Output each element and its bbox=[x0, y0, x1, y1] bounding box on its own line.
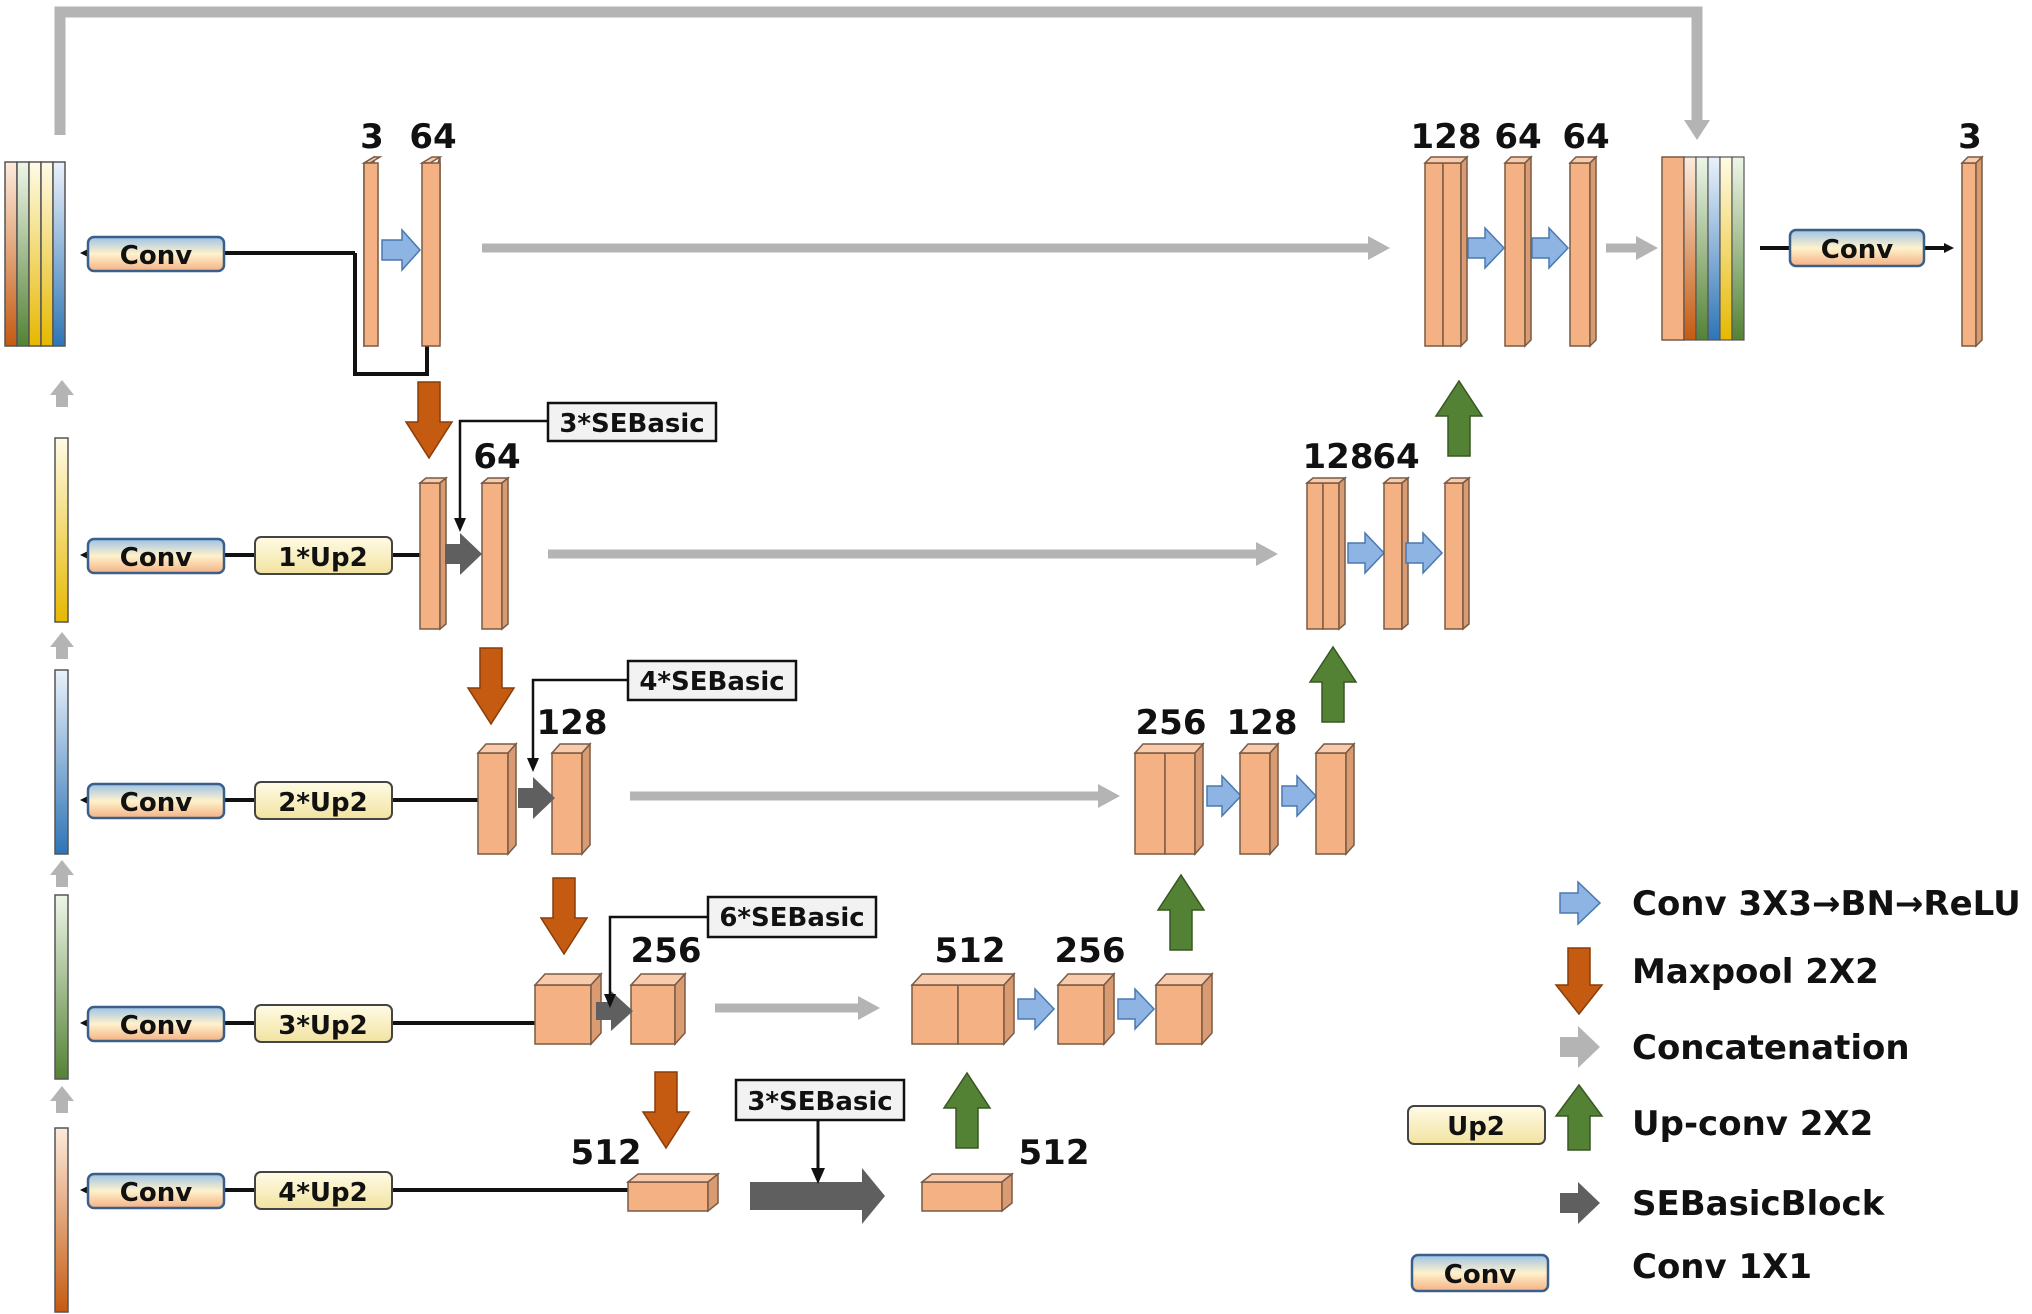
dec4-concat-channels: 512 bbox=[935, 931, 1006, 971]
decoder-level-4: 512 256 bbox=[910, 931, 1214, 1046]
side-up2-label-4: 4*Up2 bbox=[278, 1178, 368, 1208]
sebasic-label-3: 6*SEBasic bbox=[719, 903, 864, 933]
maxpool-arrow-3 bbox=[539, 877, 589, 956]
enc2-channels: 64 bbox=[473, 437, 520, 477]
legend-maxpool: Maxpool 2X2 bbox=[1632, 952, 1879, 992]
legend-conv-arrow-icon bbox=[1559, 880, 1602, 926]
dec4-out-channels: 256 bbox=[1055, 931, 1126, 971]
side-row-3: Conv 2*Up2 bbox=[80, 781, 478, 820]
dec1-concat-channels: 128 bbox=[1411, 117, 1482, 157]
maxpool-arrow-4 bbox=[641, 1071, 691, 1150]
side-conv-label-4: Conv bbox=[120, 1011, 192, 1041]
side-row-5: Conv 4*Up2 bbox=[80, 1171, 628, 1210]
final-conv-label: Conv bbox=[1821, 235, 1893, 265]
legend-maxpool-arrow-icon bbox=[1554, 947, 1604, 1016]
side-output-bar-4 bbox=[54, 1127, 69, 1313]
legend-sebasic-arrow-icon bbox=[1560, 1182, 1600, 1224]
concat-to-final bbox=[1606, 236, 1658, 260]
sebasic-callout-2: 4*SEBasic bbox=[527, 659, 798, 772]
global-skip-connection bbox=[54, 6, 1710, 140]
legend-conv-bn-relu: Conv 3X3→BN→ReLU bbox=[1632, 884, 2021, 924]
enc4-channels: 256 bbox=[631, 931, 702, 971]
side-concat-stack bbox=[4, 161, 66, 347]
sebasic-label-1: 3*SEBasic bbox=[559, 409, 704, 439]
decoder-level-1: 128 64 64 bbox=[1411, 117, 1610, 348]
side-conv-label-3: Conv bbox=[120, 788, 192, 818]
legend-conv1x1: Conv 1X1 bbox=[1632, 1247, 1812, 1287]
upconv-arrow-1 bbox=[942, 1071, 992, 1149]
bottleneck-in-channels: 512 bbox=[571, 1133, 642, 1173]
skip-connection-1 bbox=[482, 236, 1390, 260]
legend-concatenation: Concatenation bbox=[1632, 1028, 1910, 1068]
final-conv: Conv bbox=[1760, 228, 1954, 268]
output-block: 3 bbox=[1958, 117, 1984, 348]
enc1-out-channels: 64 bbox=[409, 117, 456, 157]
side-conv-label-1: Conv bbox=[120, 241, 192, 271]
dec1-mid-channels: 64 bbox=[1494, 117, 1541, 157]
bottleneck: 512 3*SEBasic 512 bbox=[571, 1078, 1090, 1224]
maxpool-arrow-2 bbox=[466, 647, 516, 726]
skip-connection-4 bbox=[715, 996, 880, 1020]
side-up2-label-1: 1*Up2 bbox=[278, 543, 368, 573]
legend-up2-box: Up2 bbox=[1447, 1112, 1505, 1142]
dec1-out-channels: 64 bbox=[1562, 117, 1609, 157]
encoder-level-2: 64 bbox=[417, 437, 521, 631]
sebasic-label-2: 4*SEBasic bbox=[639, 667, 784, 697]
output-channels: 3 bbox=[1958, 117, 1982, 157]
encoder-level-3: 128 bbox=[476, 703, 608, 856]
side-row-1: Conv bbox=[80, 235, 429, 376]
encoder-level-1: 3 64 bbox=[360, 117, 457, 348]
enc3-channels: 128 bbox=[537, 703, 608, 743]
bottleneck-out-channels: 512 bbox=[1019, 1133, 1090, 1173]
legend-upconv: Up-conv 2X2 bbox=[1632, 1104, 1873, 1144]
legend-concat-arrow-icon bbox=[1560, 1026, 1600, 1068]
legend-sebasicblock: SEBasicBlock bbox=[1632, 1184, 1886, 1224]
dec2-concat-channels: 128 bbox=[1303, 437, 1374, 477]
decoder-level-2: 128 64 bbox=[1303, 437, 1472, 631]
encoder-level-4: 256 bbox=[533, 931, 702, 1046]
upconv-arrow-2 bbox=[1156, 873, 1206, 951]
side-row-4: Conv 3*Up2 bbox=[80, 1004, 537, 1043]
enc1-in-channels: 3 bbox=[360, 117, 384, 157]
side-conv-label-2: Conv bbox=[120, 543, 192, 573]
side-row-2: Conv 1*Up2 bbox=[80, 536, 420, 575]
maxpool-arrow-1 bbox=[404, 381, 454, 460]
decoder-level-3: 256 128 bbox=[1133, 703, 1356, 856]
side-up2-label-2: 2*Up2 bbox=[278, 788, 368, 818]
side-up2-label-3: 3*Up2 bbox=[278, 1011, 368, 1041]
sebasic-label-4: 3*SEBasic bbox=[747, 1087, 892, 1117]
side-output-bar-3 bbox=[54, 894, 69, 1080]
legend-upconv-arrow-icon bbox=[1554, 1083, 1604, 1151]
final-concat-stack bbox=[1661, 156, 1745, 341]
dec3-concat-channels: 256 bbox=[1136, 703, 1207, 743]
upconv-arrow-3 bbox=[1308, 645, 1358, 723]
legend-conv-box: Conv bbox=[1444, 1260, 1516, 1290]
side-output-bar-2 bbox=[54, 669, 69, 855]
sebasic-callout-3: 6*SEBasic bbox=[604, 895, 878, 1008]
sebasic-callout-1: 3*SEBasic bbox=[454, 401, 718, 532]
legend: Conv 3X3→BN→ReLU Maxpool 2X2 Concatenati… bbox=[1407, 880, 2021, 1293]
side-output-bar-1 bbox=[54, 437, 69, 623]
dec2-out-channels: 64 bbox=[1372, 437, 1419, 477]
upconv-arrow-4 bbox=[1434, 379, 1484, 457]
side-conv-label-5: Conv bbox=[120, 1178, 192, 1208]
skip-connection-2 bbox=[548, 542, 1278, 566]
skip-connection-3 bbox=[630, 784, 1120, 808]
dec3-out-channels: 128 bbox=[1227, 703, 1298, 743]
side-up-arrows bbox=[50, 380, 74, 1113]
